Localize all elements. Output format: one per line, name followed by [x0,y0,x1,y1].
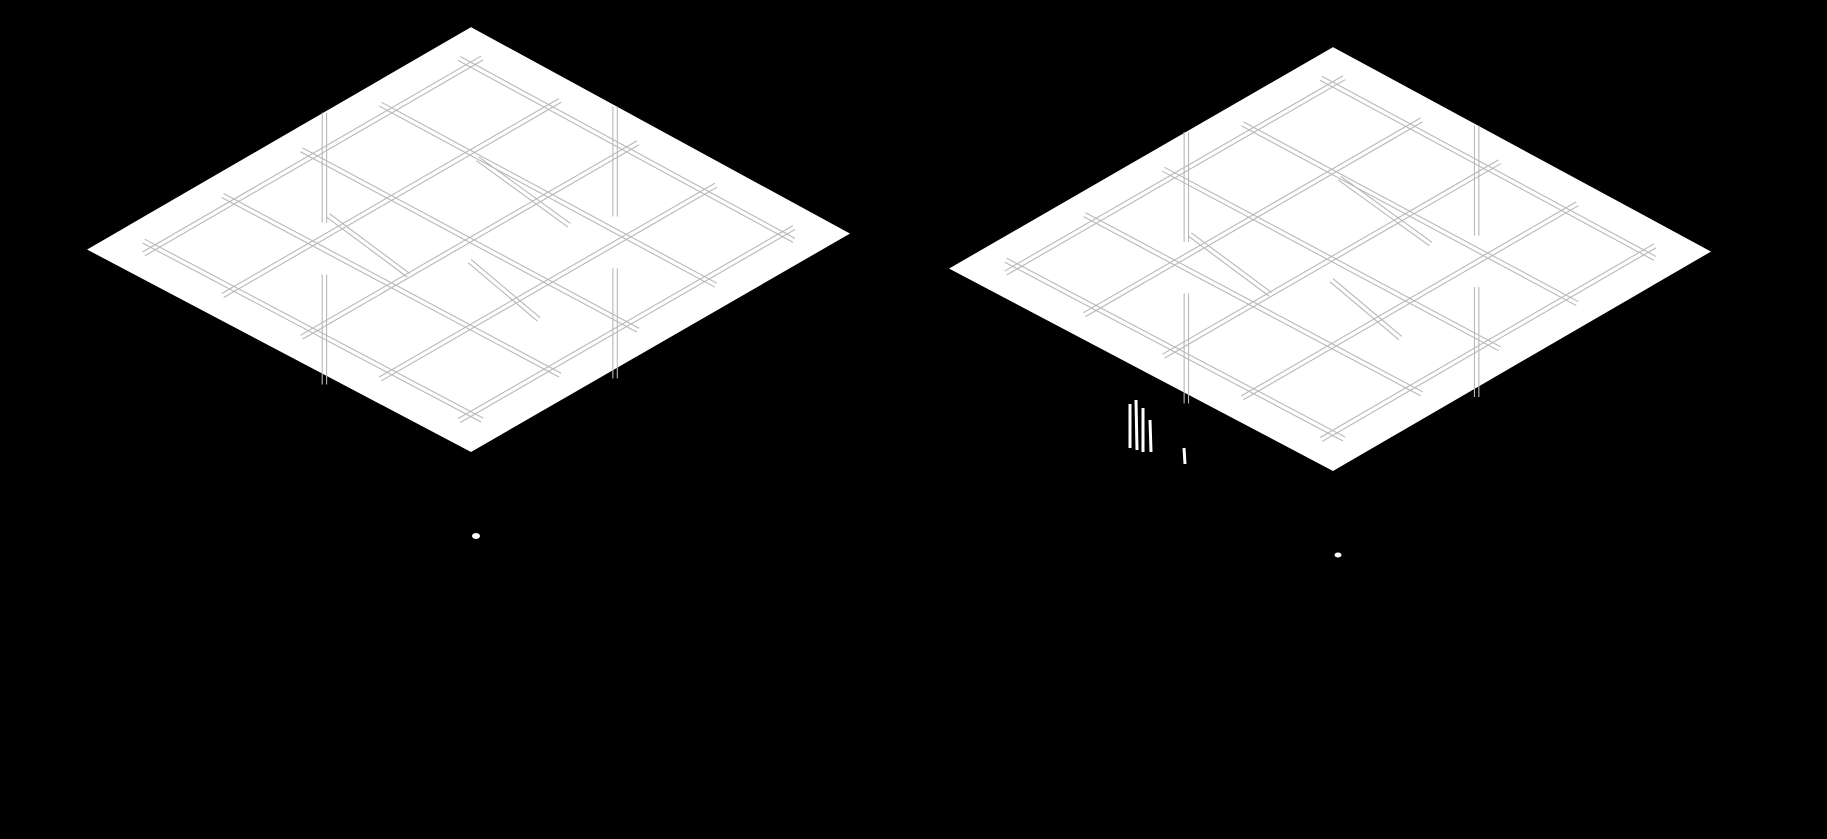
frame-beam-v [1164,166,1501,348]
frame-brace [326,216,408,278]
frame-brace [1329,281,1400,341]
canopy-sheet [948,46,1712,471]
frame-beam-v [1162,170,1499,352]
frame-brace [1332,278,1403,337]
frame-beam-u [300,140,638,336]
sketch-stroke [1148,419,1153,453]
frame-beam-v [1319,79,1655,261]
canopy-top-edge [85,24,852,250]
frame-beam-u [378,182,716,378]
frame-beam-u [1321,247,1657,442]
frame-beam-u [1162,159,1499,355]
sketch-stroke [1134,399,1139,451]
frame-beam-u [1319,243,1655,439]
sketch-marks [1128,399,1187,465]
frame-beam-v [1083,216,1422,397]
frame-beam-v [1321,75,1657,258]
frame-beam-v [1243,121,1579,303]
frame-brace [1188,235,1270,297]
speck-mark [1334,552,1342,558]
frame-beam-v [144,238,484,419]
frame-beam-u [1164,163,1501,359]
frame-beam-u [1006,79,1346,276]
frame-beam-u [223,101,562,298]
sketch-stroke [1182,447,1187,465]
frame-beam-v [459,56,796,239]
frame-beam-u [144,59,484,257]
canopy-sheet [86,26,851,452]
frame-beam-v [302,147,640,329]
frame-beam-u [142,55,482,253]
frame-beam-u [1243,205,1579,401]
frame-brace [478,156,571,224]
frame-beam-u [221,97,560,295]
canopy-top-edge [947,44,1713,269]
canopy-right [947,44,1713,558]
frame-beam-u [457,225,794,420]
frame-beam-v [457,59,794,243]
speck-mark [472,533,480,539]
canopy-left [85,24,852,539]
frame-beam-v [379,105,716,288]
frame-beam-u [1083,117,1421,314]
frame-brace [470,259,541,319]
frame-beam-v [1240,125,1577,307]
frame-beam-u [1085,121,1424,317]
frame-beam-v [300,151,638,333]
frame-brace [329,213,411,275]
frame-beam-v [142,242,482,423]
frame-beam-u [381,186,718,382]
frame-beam-v [223,193,562,374]
frame-beam-v [381,101,718,284]
frame-brace [475,160,569,228]
frame-brace [467,262,538,322]
frame-beam-v [1006,257,1346,438]
frame-beam-u [1004,75,1344,272]
frame-beam-v [221,196,560,378]
frame-beam-u [302,144,640,340]
frame-beam-v [1085,212,1424,393]
frame-brace [1340,175,1433,243]
frame-beam-v [1004,261,1344,442]
frame-beam-u [460,228,796,423]
frame-brace [1337,179,1430,247]
frame-beam-u [1240,201,1577,397]
frame-brace [1190,232,1273,294]
